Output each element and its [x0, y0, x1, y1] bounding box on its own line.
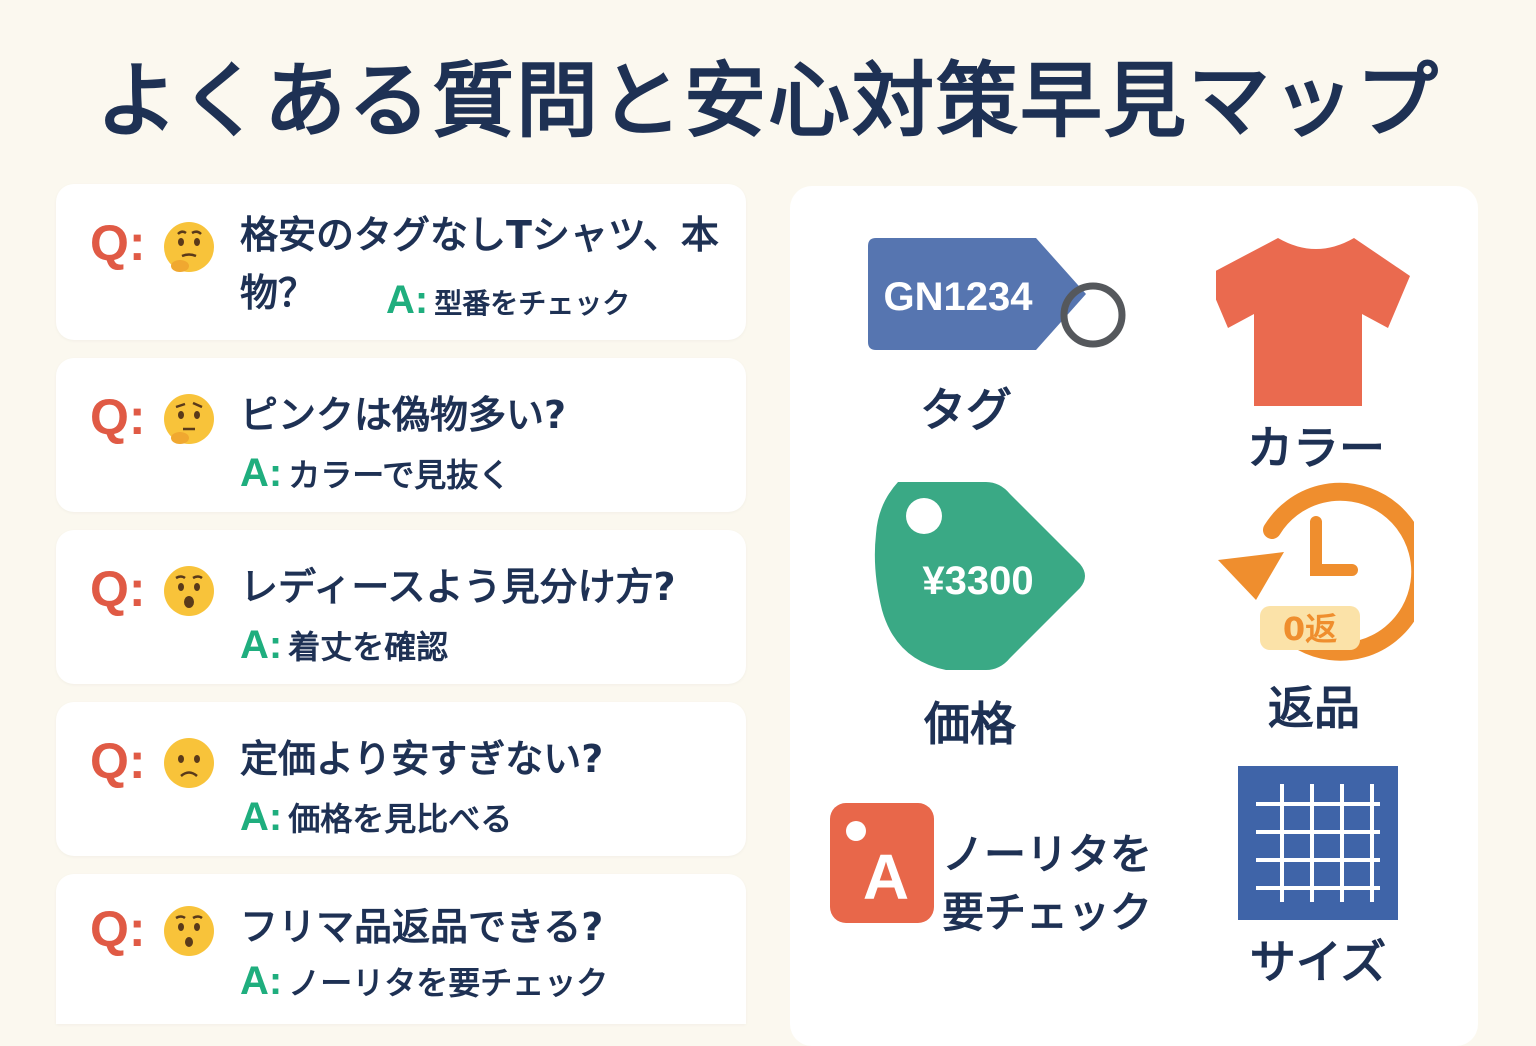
- question-text: 定価より安すぎない?: [240, 737, 604, 781]
- answer-text: 着丈を確認: [288, 628, 449, 666]
- app-badge-icon: A: [830, 803, 934, 923]
- noreturn-label: ノーリタを 要チェック: [942, 826, 1152, 942]
- question-text: レディースよう見分け方?: [240, 565, 676, 609]
- tag-label: タグ: [920, 383, 1012, 437]
- question-text: ピンクは偽物多い?: [240, 393, 567, 437]
- noreturn-line-2: 要チェック: [942, 888, 1153, 937]
- answer-line: A:型番をチェック: [386, 278, 630, 323]
- return-clock-icon: 0返: [1218, 482, 1414, 661]
- size-label: サイズ: [1249, 935, 1387, 989]
- question-label: Q:: [90, 901, 146, 957]
- grid-icon: [1238, 766, 1398, 920]
- app-badge-letter: A: [863, 841, 909, 913]
- faq-card-1[interactable]: Q: 格安のタグなしTシャツ、本物？ A:型番をチェック: [56, 184, 746, 340]
- tag-icon: GN1234: [868, 238, 1126, 350]
- answer-text: 型番をチェック: [434, 287, 631, 320]
- faq-card-3[interactable]: Q: レディースよう見分け方? A:着丈を確認: [56, 530, 746, 684]
- page-title: よくある質問と安心対策早見マップ: [95, 54, 1440, 149]
- color-label: カラー: [1247, 421, 1385, 475]
- returns-label: 返品: [1268, 681, 1360, 735]
- faq-card-2[interactable]: Q: ピンクは偽物多い? A:カラーで見抜く: [56, 358, 746, 512]
- question-label: Q:: [90, 561, 146, 617]
- answer-line: A:カラーで見抜く: [240, 450, 510, 496]
- return-badge: 0返: [1283, 610, 1337, 648]
- check-map-panel: GN1234 タグ カラー ¥3300 価格 0返 返品 A ノーリタを 要チェ…: [790, 186, 1478, 1046]
- skeptical-face-icon: [164, 394, 214, 444]
- answer-text: ノーリタを要チェック: [288, 964, 609, 1002]
- frowning-face-icon: [164, 738, 214, 788]
- answer-text: カラーで見抜く: [288, 456, 511, 494]
- hushed-face-icon: [164, 906, 214, 956]
- question-text: フリマ品返品できる?: [240, 905, 604, 949]
- question-label: Q:: [90, 389, 146, 445]
- answer-line: A:着丈を確認: [240, 622, 448, 668]
- thinking-face-icon: [164, 222, 214, 272]
- answer-label: A:: [240, 623, 283, 667]
- answer-label: A:: [386, 278, 429, 322]
- question-text: 格安のタグなしTシャツ、本物？: [240, 213, 719, 315]
- tshirt-icon: [1216, 238, 1410, 406]
- answer-line: A:ノーリタを要チェック: [240, 958, 608, 1004]
- answer-label: A:: [240, 959, 283, 1003]
- question-label: Q:: [90, 733, 146, 789]
- noreturn-line-1: ノーリタを: [942, 830, 1153, 879]
- question-label: Q:: [90, 215, 146, 271]
- answer-line: A:価格を見比べる: [240, 794, 512, 840]
- faq-card-4[interactable]: Q: 定価より安すぎない? A:価格を見比べる: [56, 702, 746, 856]
- price-label: 価格: [924, 697, 1016, 751]
- price-tag-icon: ¥3300: [874, 482, 1085, 670]
- answer-label: A:: [240, 795, 283, 839]
- answer-label: A:: [240, 451, 283, 495]
- answer-text: 価格を見比べる: [288, 800, 513, 838]
- price-amount: ¥3300: [922, 559, 1033, 603]
- tag-code: GN1234: [884, 275, 1034, 319]
- surprised-face-icon: [164, 566, 214, 616]
- faq-card-5[interactable]: Q: フリマ品返品できる? A:ノーリタを要チェック: [56, 874, 746, 1024]
